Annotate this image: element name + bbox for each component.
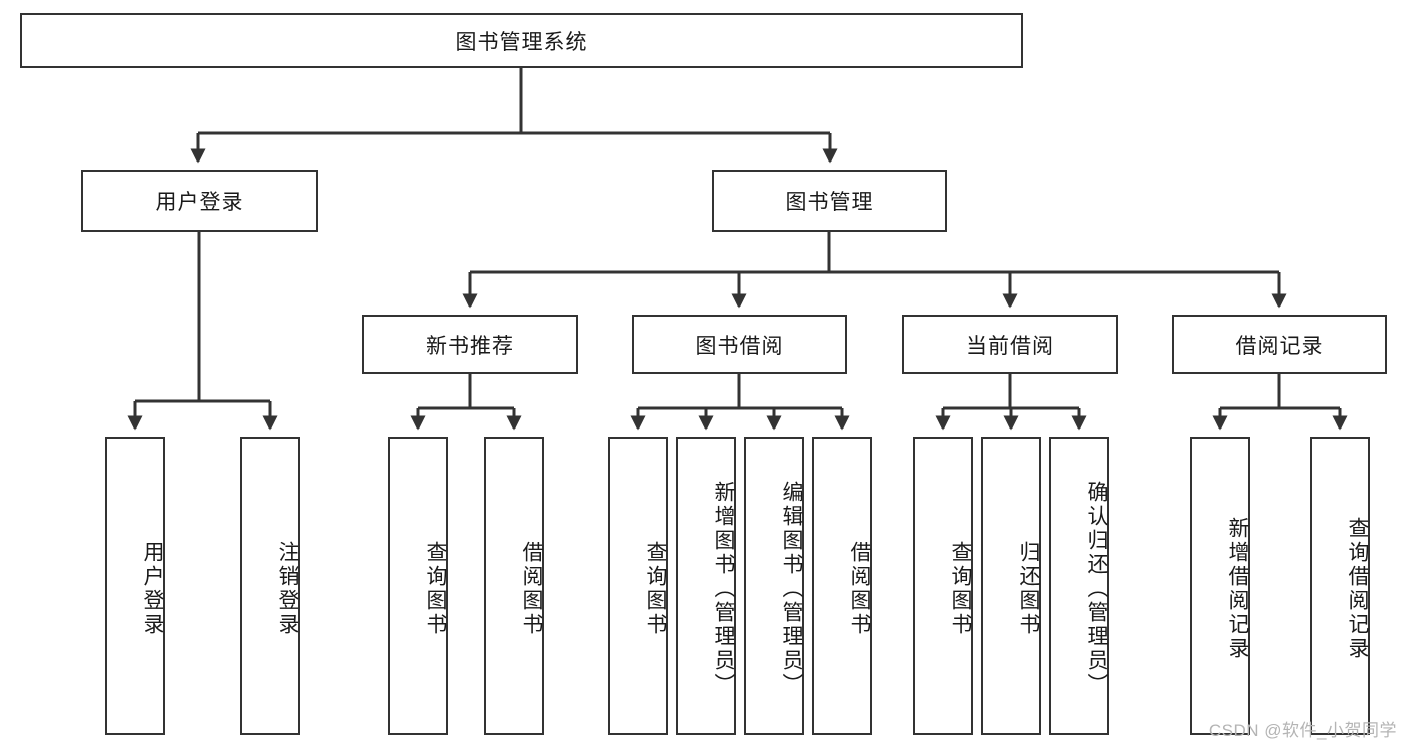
leaf-return-book-label: 归还图书 [1017,541,1040,637]
node-user-login[interactable]: 用户登录 [81,170,318,232]
leaf-query-borrow-record-label: 查询借阅记录 [1346,517,1369,661]
node-root-label: 图书管理系统 [455,30,588,54]
edge-group-records [1212,374,1348,431]
leaf-add-borrow-record-label: 新增借阅记录 [1226,517,1249,661]
leaf-query-book-current-label: 查询图书 [949,541,972,637]
node-borrow-records[interactable]: 借阅记录 [1172,315,1387,374]
node-current-borrow[interactable]: 当前借阅 [902,315,1118,374]
edge-group-borrow [630,374,850,431]
node-borrow-records-label: 借阅记录 [1235,334,1324,358]
node-book-management-label: 图书管理 [785,191,874,214]
edge-group-new-book [410,374,522,431]
leaf-user-login[interactable]: 用户登录 [105,437,165,735]
leaf-edit-book-admin[interactable]: 编辑图书（管理员） [744,437,804,735]
node-user-login-label: 用户登录 [155,191,244,214]
leaf-borrow-book-recommend-label: 借阅图书 [520,541,543,637]
edge-group-user-login [127,232,278,431]
leaf-query-borrow-record[interactable]: 查询借阅记录 [1310,437,1370,735]
node-new-book-recommend-label: 新书推荐 [426,334,514,358]
node-current-borrow-label: 当前借阅 [966,334,1054,358]
leaf-user-login-label: 用户登录 [141,541,164,637]
leaf-logout-label: 注销登录 [276,541,299,637]
leaf-query-book-current[interactable]: 查询图书 [913,437,973,735]
edge-group-book-manage [462,232,1287,309]
node-new-book-recommend[interactable]: 新书推荐 [362,315,578,374]
leaf-borrow-book-label: 借阅图书 [848,541,871,637]
leaf-query-book-recommend-label: 查询图书 [424,541,447,637]
leaf-borrow-book-recommend[interactable]: 借阅图书 [484,437,544,735]
leaf-borrow-book[interactable]: 借阅图书 [812,437,872,735]
leaf-add-borrow-record[interactable]: 新增借阅记录 [1190,437,1250,735]
edge-group-root [190,68,838,164]
leaf-confirm-return-admin[interactable]: 确认归还（管理员） [1049,437,1109,735]
node-root[interactable]: 图书管理系统 [20,13,1023,68]
leaf-confirm-return-admin-label: 确认归还（管理员） [1085,481,1108,697]
leaf-add-book-admin[interactable]: 新增图书（管理员） [676,437,736,735]
leaf-add-book-admin-label: 新增图书（管理员） [712,481,735,697]
node-book-borrow[interactable]: 图书借阅 [632,315,847,374]
leaf-logout[interactable]: 注销登录 [240,437,300,735]
node-book-management[interactable]: 图书管理 [712,170,947,232]
edge-group-current-borrow [935,374,1087,431]
csdn-watermark: CSDN @软件_小贺同学 [1208,721,1397,740]
leaf-query-book-borrow[interactable]: 查询图书 [608,437,668,735]
leaf-return-book[interactable]: 归还图书 [981,437,1041,735]
node-book-borrow-label: 图书借阅 [695,334,784,358]
leaf-edit-book-admin-label: 编辑图书（管理员） [780,481,803,697]
leaf-query-book-recommend[interactable]: 查询图书 [388,437,448,735]
leaf-query-book-borrow-label: 查询图书 [644,541,667,637]
